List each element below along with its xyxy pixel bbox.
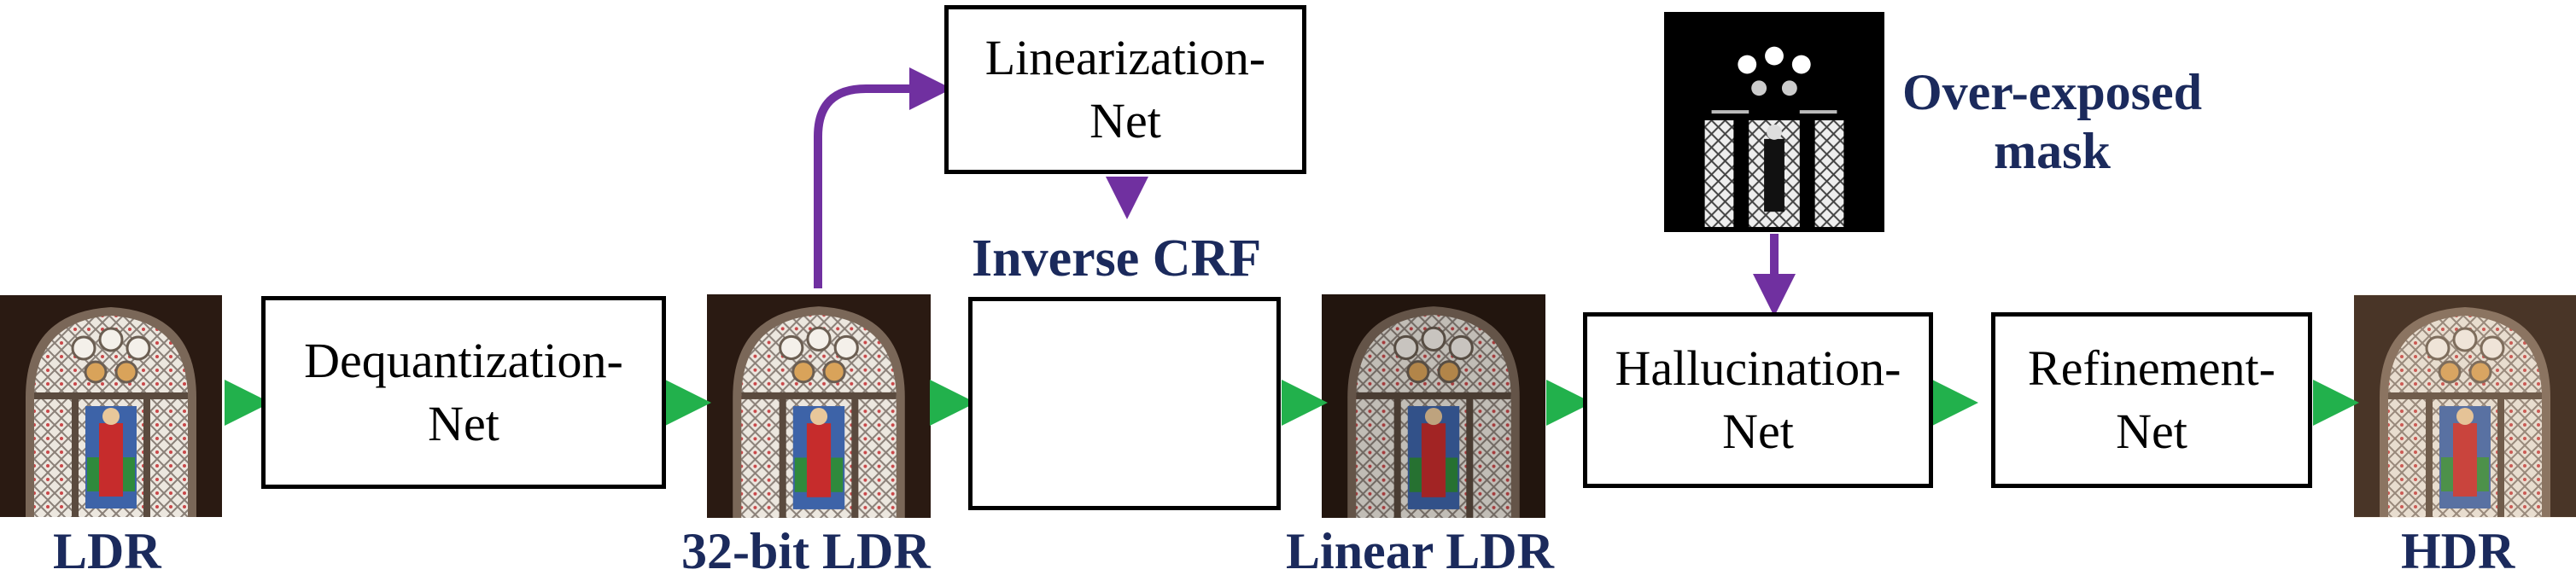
over-exposed-mask-image xyxy=(1663,12,1885,232)
refinement-net-label: Refinement- Net xyxy=(2028,340,2275,459)
linearization-net-label: Linearization- Net xyxy=(984,29,1266,148)
linearization-net-box: Linearization- Net xyxy=(944,5,1306,174)
inverse-crf-box xyxy=(968,297,1281,510)
arrow-ldr32-to-linearization xyxy=(814,67,952,288)
hdr-image xyxy=(2354,294,2576,518)
refinement-net-box: Refinement- Net xyxy=(1991,312,2312,488)
over-exposed-mask-caption: Over-exposed mask xyxy=(1902,64,2203,179)
ldr-caption: LDR xyxy=(53,523,161,579)
hallucination-net-label: Hallucination- Net xyxy=(1615,340,1901,459)
linear-ldr-image xyxy=(1322,294,1545,518)
ldr32-image xyxy=(707,294,931,518)
ldr32-caption: 32-bit LDR xyxy=(681,523,931,579)
dequantization-net-box: Dequantization- Net xyxy=(261,296,666,489)
dequantization-net-label: Dequantization- Net xyxy=(304,332,623,451)
hdr-caption: HDR xyxy=(2401,523,2515,579)
side-flow-arrows xyxy=(814,67,1796,317)
linear-ldr-caption: Linear LDR xyxy=(1286,523,1554,579)
ldr-image xyxy=(0,294,222,518)
hallucination-net-box: Hallucination- Net xyxy=(1583,312,1933,488)
inverse-crf-title: Inverse CRF xyxy=(972,229,1262,288)
